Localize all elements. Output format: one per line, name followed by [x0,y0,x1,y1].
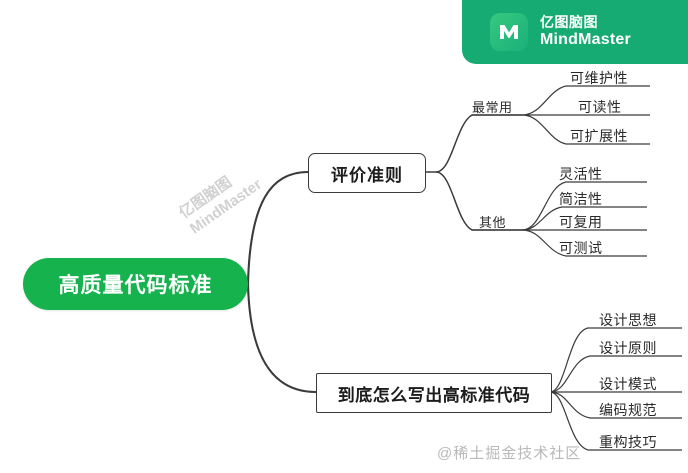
wire-branch2-leaf2 [549,355,682,393]
mindmaster-logo-icon [490,13,528,51]
wire-branch2-leaf1 [549,327,682,393]
subtopic-others[interactable]: 其他 [479,215,507,230]
brand-text: 亿图脑图 MindMaster [540,14,631,49]
leaf-reusability[interactable]: 可复用 [559,214,603,230]
wire-branch2-leaf5 [549,391,682,451]
leaf-testability[interactable]: 可测试 [559,240,603,256]
branch-evaluation-criteria[interactable]: 评价准则 [308,153,426,193]
leaf-design-thinking[interactable]: 设计思想 [599,312,657,328]
leaf-flexibility[interactable]: 灵活性 [559,166,603,182]
leaf-extensibility[interactable]: 可扩展性 [570,128,628,144]
wire-root-to-branch1 [246,170,309,285]
wire-branch1-to-sub1 [435,114,522,173]
leaf-maintainability[interactable]: 可维护性 [570,70,628,86]
branch-how-to-write-label: 到底怎么写出高标准代码 [337,385,531,405]
wire-sub1-leaf3 [521,114,650,145]
branch-evaluation-criteria-label: 评价准则 [331,165,403,185]
branch-how-to-write[interactable]: 到底怎么写出高标准代码 [316,373,552,413]
leaf-readability[interactable]: 可读性 [578,99,622,115]
subtopic-most-common[interactable]: 最常用 [472,100,513,115]
wire-branch2-leaf4 [549,391,682,419]
leaf-design-patterns[interactable]: 设计模式 [599,376,657,392]
root-topic-label: 高质量代码标准 [58,274,213,297]
wire-branch1-to-sub2 [435,171,522,231]
leaf-simplicity[interactable]: 简洁性 [559,191,603,207]
wire-sub2-leaf1 [521,181,647,231]
mindmaster-banner: 亿图脑图 MindMaster [462,0,688,64]
wire-sub2-leaf4 [521,229,647,257]
wire-sub2-leaf2 [521,206,647,231]
wire-sub1-leaf1 [521,85,650,116]
wire-root-to-branch2 [246,283,317,394]
leaf-refactoring-techniques[interactable]: 重构技巧 [599,434,657,450]
leaf-coding-standards[interactable]: 编码规范 [599,402,657,418]
root-topic[interactable]: 高质量代码标准 [23,258,248,310]
leaf-design-principles[interactable]: 设计原则 [599,340,657,356]
brand-name-en: MindMaster [540,30,631,48]
brand-name-cn: 亿图脑图 [540,14,598,31]
